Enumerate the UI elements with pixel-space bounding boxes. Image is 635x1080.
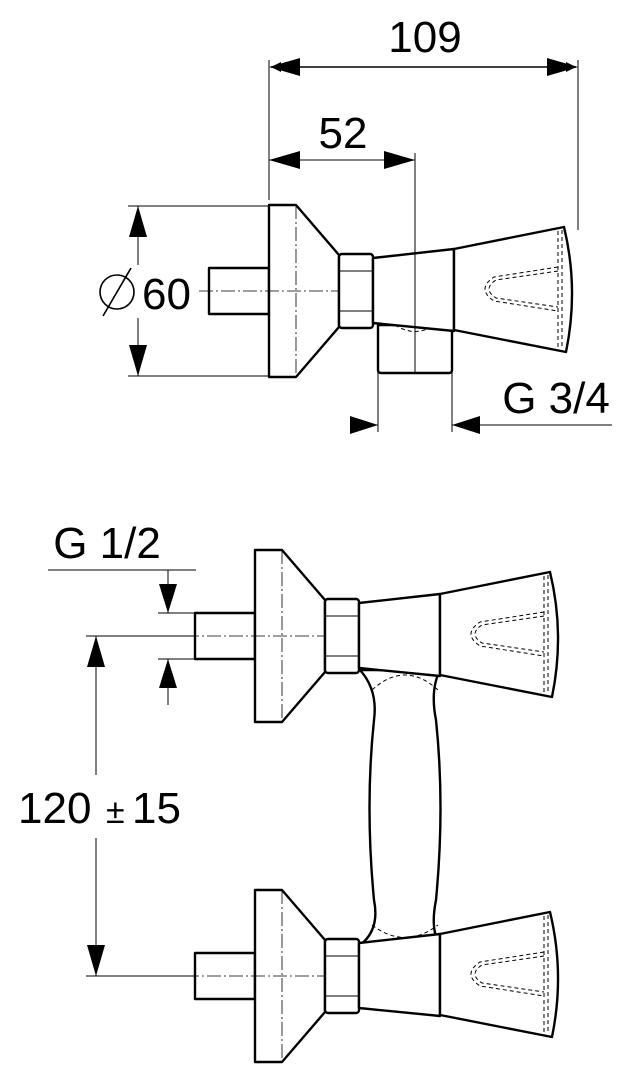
dim-tolerance-symbol: ± xyxy=(106,793,125,831)
diameter-symbol xyxy=(99,267,135,317)
dim-overall-length: 109 xyxy=(388,13,461,62)
dim-wall-to-body: 52 xyxy=(319,109,368,158)
front-view: G 1/2 120 ± 15 xyxy=(18,519,558,1062)
dim-flange-diameter: 60 xyxy=(142,270,191,319)
dim-tolerance: 15 xyxy=(132,784,181,833)
dim-center-distance: 120 xyxy=(18,784,91,833)
dim-outlet-thread: G 3/4 xyxy=(502,374,610,423)
dim-inlet-thread: G 1/2 xyxy=(53,519,161,568)
connecting-body xyxy=(358,668,442,947)
side-view: 109 52 60 G 3/4 xyxy=(99,13,612,434)
